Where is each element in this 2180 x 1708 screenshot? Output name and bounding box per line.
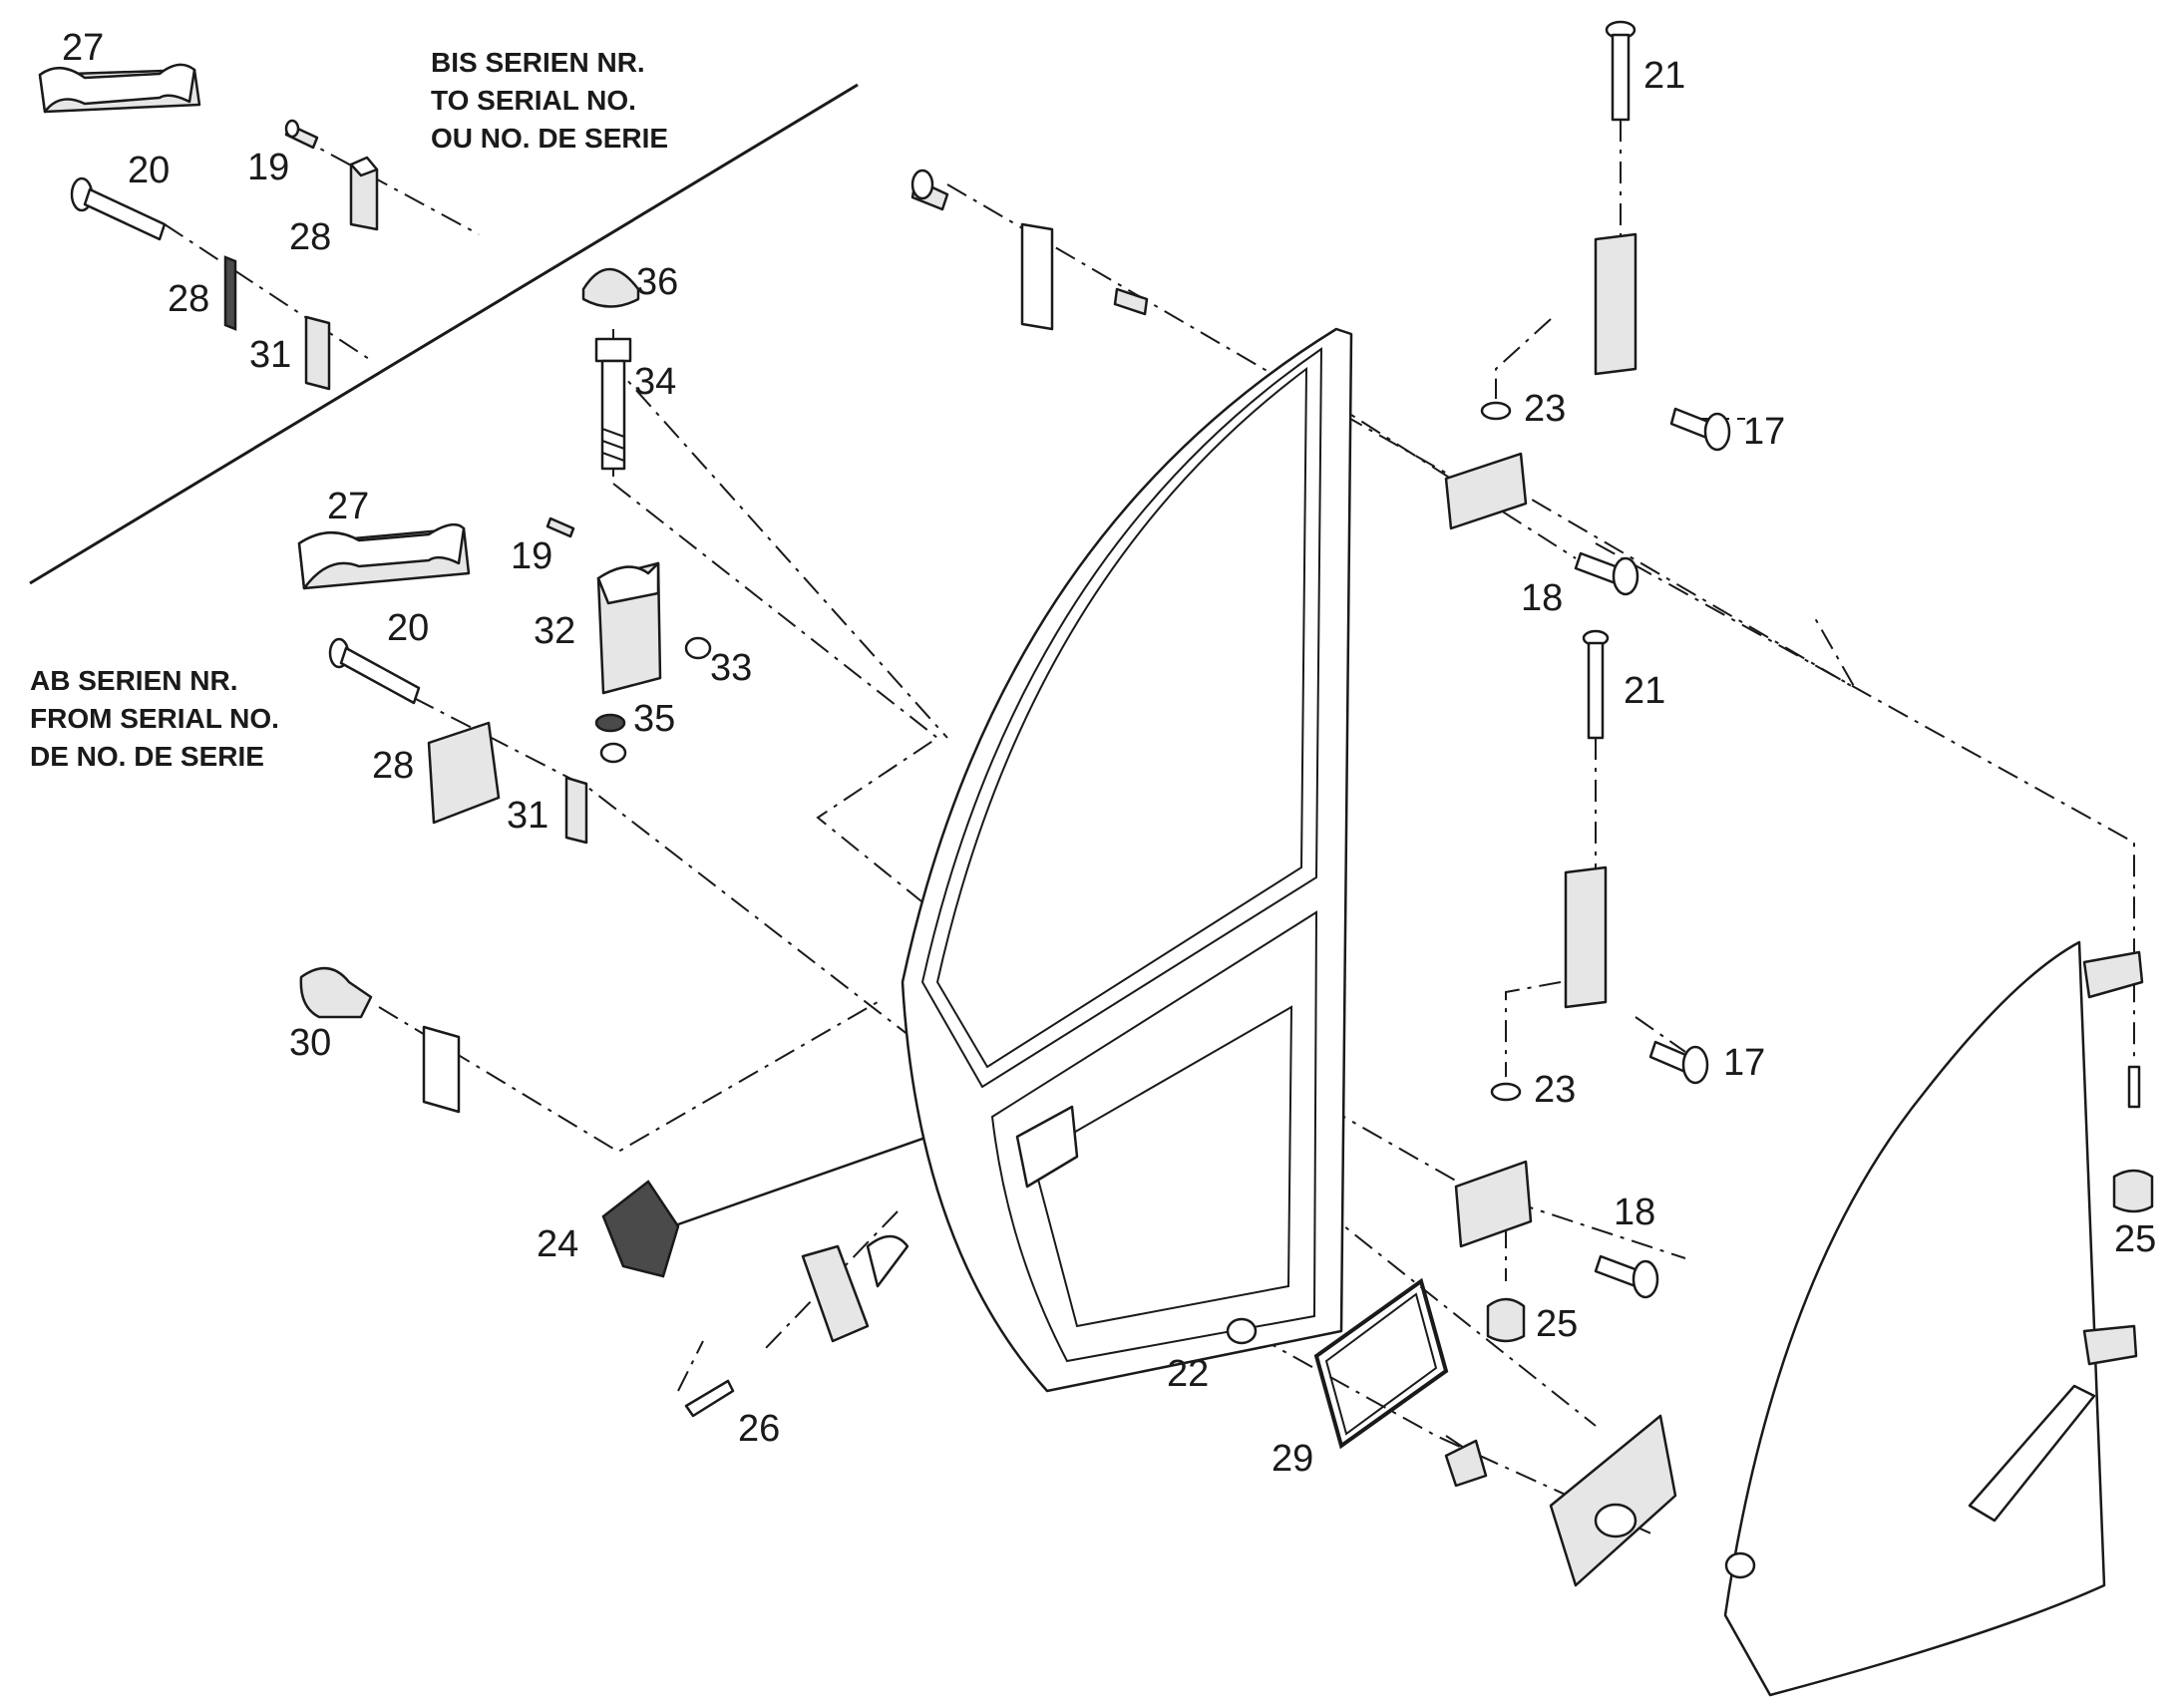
callout-18-lower: 18	[1614, 1192, 1655, 1233]
bracket-27-lower	[297, 522, 471, 590]
callout-18-upper: 18	[1521, 577, 1563, 619]
callout-27-upper: 27	[62, 27, 104, 69]
callout-17-lower: 17	[1723, 1042, 1765, 1084]
callout-27-lower: 27	[327, 486, 369, 527]
callout-30: 30	[289, 1022, 331, 1064]
note-lower-line2: FROM SERIAL NO.	[30, 703, 279, 734]
serial-variant-divider	[29, 83, 859, 585]
nut-top-center	[1113, 287, 1149, 316]
bolt-18-lower	[1594, 1254, 1659, 1299]
screw-26	[684, 1379, 735, 1418]
callout-31-upper: 31	[249, 334, 291, 376]
callout-25-lower: 25	[1536, 1303, 1578, 1345]
note-lower-line1: AB SERIEN NR.	[30, 665, 237, 696]
hinge-lower-plate	[1454, 1160, 1533, 1248]
washer-23-upper	[1480, 401, 1512, 421]
hinge-lower-leaf	[1564, 865, 1608, 1009]
callout-33: 33	[710, 647, 752, 689]
callout-23-upper: 23	[1524, 388, 1566, 430]
callout-20-lower: 20	[387, 607, 429, 649]
callout-25-right: 25	[2114, 1218, 2156, 1260]
plate-30-bracket	[422, 1025, 461, 1114]
hinge-upper-leaf	[1594, 232, 1637, 376]
note-upper-line3: OU NO. DE SERIE	[431, 123, 668, 154]
bushing-25-lower	[1486, 1297, 1526, 1343]
door-frame	[901, 327, 1353, 1393]
hinge-32	[596, 561, 662, 695]
door-handle-recess	[1015, 1105, 1079, 1189]
bolt-18-upper	[1574, 551, 1639, 596]
callout-31-lower: 31	[507, 795, 548, 837]
latch-24	[601, 1180, 680, 1278]
bolt-17-lower	[1648, 1040, 1709, 1085]
pin-20-lower	[328, 637, 421, 705]
note-upper-line2: TO SERIAL NO.	[431, 85, 636, 116]
bracket-28-upper-a	[349, 156, 379, 231]
callout-28-lower: 28	[372, 745, 414, 787]
callout-36: 36	[636, 261, 678, 303]
bracket-28-lower	[427, 721, 501, 825]
callout-28-upper-b: 28	[168, 278, 209, 320]
callout-34: 34	[634, 361, 676, 403]
bolt-34	[594, 337, 632, 471]
note-upper-line1: BIS SERIEN NR.	[431, 47, 645, 78]
callout-22: 22	[1167, 1353, 1209, 1395]
callout-28-upper-a: 28	[289, 216, 331, 258]
washer-22	[1226, 1317, 1258, 1345]
bushing-25-right	[2112, 1169, 2154, 1213]
screw-19-lower	[545, 516, 575, 538]
handle-assembly-26	[801, 1234, 909, 1343]
callout-23-lower: 23	[1534, 1069, 1576, 1111]
fitting-25-right	[2127, 1065, 2141, 1109]
screw-19-upper	[284, 119, 319, 150]
callout-35: 35	[633, 698, 675, 740]
bracket-28-upper-b	[223, 255, 237, 331]
callout-21-lower: 21	[1624, 670, 1665, 712]
hinge-upper-plate	[1444, 452, 1528, 530]
bushing-top-center	[910, 169, 949, 211]
callout-20-upper: 20	[128, 150, 170, 191]
inner-handle-assembly	[1549, 1414, 1677, 1587]
callout-labels: 27 20 19 28 28 31 36 34 27 19 32 33 20 3…	[62, 27, 2156, 1480]
nut-33	[684, 636, 712, 660]
callout-32: 32	[534, 610, 575, 652]
spacer-31-upper	[304, 315, 331, 391]
callout-17-upper: 17	[1743, 411, 1785, 453]
callout-19-upper: 19	[247, 147, 289, 188]
pin-20-upper	[70, 176, 167, 241]
callout-21-upper: 21	[1643, 55, 1685, 97]
washer-35	[594, 713, 627, 764]
bushing-30	[299, 967, 373, 1019]
washer-23-lower	[1490, 1082, 1522, 1102]
callout-26: 26	[738, 1408, 780, 1450]
callout-19-lower: 19	[511, 535, 552, 577]
callout-24: 24	[537, 1223, 578, 1265]
hinge-pin-21-upper	[1605, 20, 1636, 122]
bracket-27-upper	[38, 63, 201, 114]
plate-top-center	[1020, 222, 1054, 331]
cap-36	[581, 267, 640, 308]
gasket-29	[1313, 1277, 1449, 1450]
note-lower-line3: DE NO. DE SERIE	[30, 741, 264, 772]
bolt-17-upper	[1669, 407, 1731, 452]
hinge-pin-21-lower	[1582, 629, 1610, 740]
callout-29: 29	[1272, 1438, 1313, 1480]
handle-24-leader	[657, 1130, 943, 1233]
door-panel-right	[1723, 940, 2144, 1697]
clip-small	[1444, 1439, 1488, 1488]
door-window-glass	[935, 366, 1308, 1069]
spacer-31-lower	[564, 776, 588, 845]
